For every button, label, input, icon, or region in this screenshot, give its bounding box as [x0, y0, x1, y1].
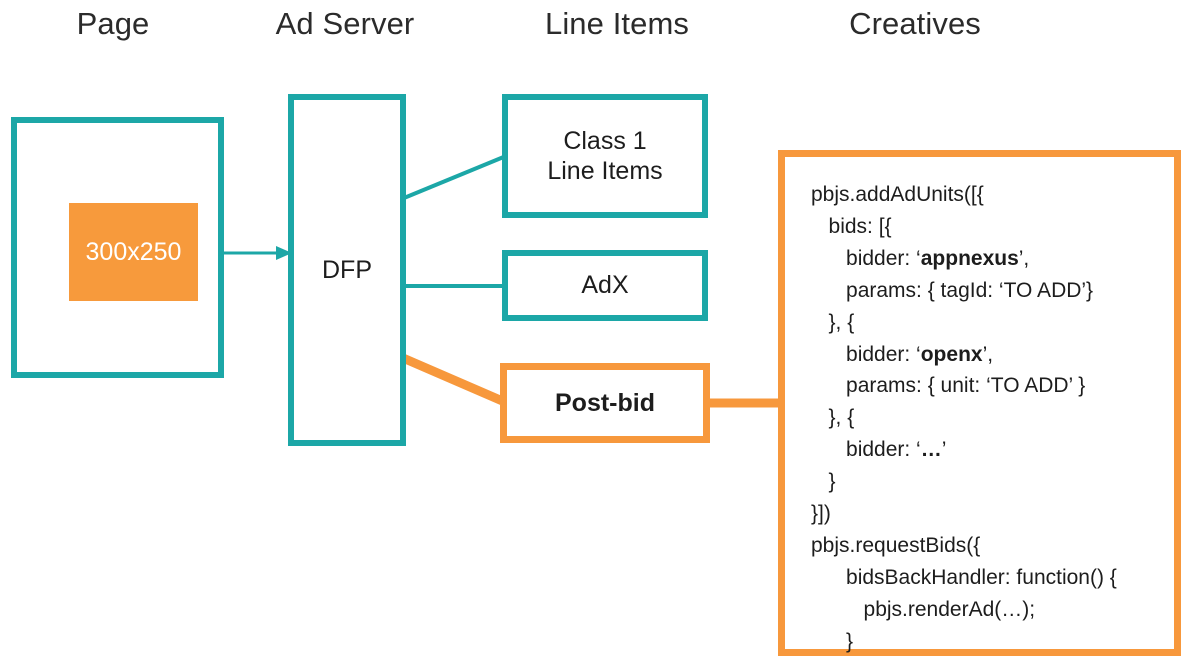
code-line: }, {: [828, 310, 855, 334]
adx-box[interactable]: AdX: [502, 250, 708, 321]
column-header-page: Page: [76, 6, 150, 41]
column-header-ad-server: Ad Server: [275, 6, 415, 41]
code-line: pbjs.requestBids({: [811, 533, 981, 557]
code-line: bidder: ‘openx’,: [846, 342, 994, 366]
dfp-box-label: DFP: [322, 255, 372, 284]
code-line: pbjs.addAdUnits([{: [811, 183, 984, 206]
creative-300x250[interactable]: 300x250: [69, 203, 198, 301]
code-lines: pbjs.addAdUnits([{ bids: [{ bidder: ‘app…: [811, 179, 1164, 664]
post-bid-box-label: Post-bid: [555, 388, 655, 417]
column-header-creatives: Creatives: [849, 6, 981, 41]
class1-line-items-box[interactable]: Class 1 Line Items: [502, 94, 708, 218]
creative-300x250-label: 300x250: [85, 237, 182, 266]
class1-line-items-label: Class 1 Line Items: [547, 126, 663, 186]
code-line: }]): [811, 502, 831, 526]
post-bid-box[interactable]: Post-bid: [500, 363, 710, 443]
column-header-line-items: Line Items: [544, 6, 689, 41]
code-line: bidder: ‘…’: [846, 438, 947, 462]
adx-box-label: AdX: [581, 271, 629, 300]
dfp-to-class1-line: [403, 154, 507, 200]
dfp-to-postbid-line: [398, 353, 512, 408]
code-line: bidsBackHandler: function() {: [846, 565, 1117, 589]
creatives-code-block[interactable]: pbjs.addAdUnits([{ bids: [{ bidder: ‘app…: [778, 150, 1181, 664]
code-line: params: { unit: ‘TO ADD’ }: [846, 374, 1086, 398]
code-line: bidder: ‘appnexus’,: [846, 246, 1030, 270]
code-line: params: { tagId: ‘TO ADD’}: [846, 278, 1094, 302]
dfp-box[interactable]: DFP: [288, 94, 406, 446]
code-line: }: [846, 629, 854, 653]
code-line: });: [811, 658, 1164, 664]
code-line: }: [828, 470, 836, 494]
code-line: pbjs.renderAd(…);: [863, 597, 1036, 621]
code-line: }, {: [828, 406, 855, 430]
code-line: bids: [{: [828, 214, 892, 238]
